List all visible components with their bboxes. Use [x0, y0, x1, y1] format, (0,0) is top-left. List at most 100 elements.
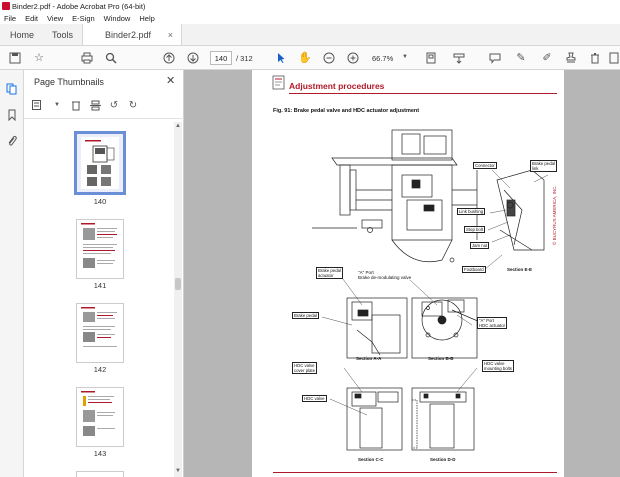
- page-thumbnail-144[interactable]: [76, 471, 124, 477]
- scroll-mode-icon[interactable]: [452, 51, 466, 65]
- callout-hdc-cover-plate: HDC valve cover plate: [292, 362, 318, 374]
- print-icon[interactable]: [80, 51, 94, 65]
- callout-jam-nut: Jam nut: [470, 242, 490, 249]
- search-icon[interactable]: [104, 51, 118, 65]
- navigation-rail: [0, 70, 24, 477]
- tab-document[interactable]: Binder2.pdf ×: [82, 24, 182, 45]
- callout-hdc-mounting-bolts-line1: HDC valve: [484, 361, 505, 366]
- close-panel-icon[interactable]: ✕: [166, 75, 176, 87]
- callout-hdc-cover-plate-line2: cover plate: [294, 368, 316, 373]
- tab-home[interactable]: Home: [10, 29, 35, 40]
- menu-edit[interactable]: Edit: [25, 13, 39, 23]
- callout-brake-pedal-link-line2: link: [532, 166, 539, 171]
- rotate-counterclockwise-icon[interactable]: ↺: [109, 99, 119, 111]
- thumbnail-options-icon[interactable]: [32, 99, 44, 111]
- dropdown-caret-icon[interactable]: ▼: [54, 102, 60, 108]
- more-tools-icon[interactable]: [609, 51, 619, 65]
- callout-hdc-cover-plate-line1: HDC valve: [294, 363, 315, 368]
- panel-title: Page Thumbnails: [34, 77, 104, 87]
- section-header: Adjustment procedures: [289, 81, 385, 91]
- attachments-paperclip-icon[interactable]: [5, 134, 19, 148]
- zoom-dropdown-icon[interactable]: ▼: [402, 54, 408, 60]
- main-toolbar: ☆ 140 / 312 ✋ 66.7% ▼ ✎ ✐: [0, 46, 620, 70]
- window-titlebar: Binder2.pdf - Adobe Acrobat Pro (64-bit): [0, 0, 620, 12]
- thumbnail-scrollbar[interactable]: [174, 122, 182, 477]
- tab-tools[interactable]: Tools: [52, 29, 74, 40]
- save-icon[interactable]: [8, 51, 22, 65]
- panel-divider: [24, 118, 184, 119]
- page-thumbnail-142[interactable]: [76, 303, 124, 363]
- tab-bar: Home Tools Binder2.pdf ×: [0, 24, 620, 46]
- tab-document-label: Binder2.pdf: [105, 29, 152, 40]
- draw-tool-icon[interactable]: ✐: [542, 51, 552, 64]
- delete-icon[interactable]: [588, 51, 602, 65]
- acrobat-app-icon: [2, 2, 10, 10]
- bookmark-star-icon[interactable]: ☆: [34, 51, 44, 64]
- comment-icon[interactable]: [488, 51, 502, 65]
- menu-view[interactable]: View: [47, 13, 64, 23]
- callout-a-port-demod-line2: Brake de-modulating valve: [358, 275, 412, 280]
- page-number-input[interactable]: 140: [210, 51, 232, 65]
- menu-file[interactable]: File: [4, 13, 17, 23]
- thumbnail-label-141: 141: [93, 281, 107, 290]
- previous-page-icon[interactable]: [162, 51, 176, 65]
- hand-tool-icon[interactable]: ✋: [298, 51, 312, 64]
- callout-connector: Connector: [473, 162, 497, 169]
- page-total: / 312: [236, 54, 253, 63]
- technical-drawing: [312, 129, 549, 451]
- callout-brake-pedal-actuator-line2: actuator: [318, 273, 334, 278]
- document-viewer[interactable]: Adjustment procedures Fig. 91: Brake ped…: [184, 70, 620, 477]
- callout-hdc-valve: HDC valve: [302, 395, 327, 402]
- callout-hdc-mounting-bolts-line2: mounting bolts: [484, 366, 512, 371]
- page-thumbnails-panel: Page Thumbnails ✕ ▼ ↺ ↻ 140: [24, 70, 184, 477]
- thumbnail-label-142: 142: [93, 365, 107, 374]
- section-bb-label: Section B-B: [428, 356, 454, 361]
- zoom-in-icon[interactable]: [346, 51, 360, 65]
- select-cursor-icon[interactable]: [274, 51, 288, 65]
- zoom-out-icon[interactable]: [322, 51, 336, 65]
- bookmarks-icon[interactable]: [5, 108, 19, 122]
- section-dd-label: Section D-D: [430, 457, 456, 462]
- menu-bar: File Edit View E-Sign Window Help: [0, 12, 620, 24]
- thumbnail-scrollbar-thumb[interactable]: [175, 278, 181, 290]
- scroll-up-arrow-icon[interactable]: ▲: [175, 123, 181, 129]
- page-thumbnail-143[interactable]: [76, 387, 124, 447]
- highlight-pen-icon[interactable]: ✎: [516, 51, 526, 64]
- callout-brake-pedal-actuator-line1: Brake pedal: [318, 268, 341, 273]
- copyright-side-note: © BUCYRUS AMERICA, INC.: [552, 185, 557, 245]
- section-aa-label: Section A-A: [356, 356, 382, 361]
- pdf-page: Adjustment procedures Fig. 91: Brake ped…: [252, 70, 564, 477]
- callout-a-port-hdc-line2: HDC actuator: [479, 323, 506, 328]
- callout-footboard: Footboard: [462, 266, 486, 273]
- thumbnail-label-143: 143: [93, 449, 107, 458]
- next-page-icon[interactable]: [186, 51, 200, 65]
- rotate-clockwise-icon[interactable]: ↻: [128, 99, 138, 111]
- page-thumbnails-icon[interactable]: [5, 82, 19, 96]
- callout-stop-bolt: Stop bolt: [464, 226, 485, 233]
- close-tab-icon[interactable]: ×: [167, 29, 173, 40]
- zoom-level[interactable]: 66.7%: [372, 54, 394, 63]
- header-rule: [289, 93, 557, 94]
- thumbnail-toolbar: ▼ ↺ ↻: [32, 99, 139, 111]
- callout-a-port-hdc-line1: "A" Port: [479, 318, 494, 323]
- callout-a-port-demod-line1: "A" Port: [358, 270, 374, 275]
- scroll-down-arrow-icon[interactable]: ▼: [175, 468, 181, 474]
- procedure-book-icon: [272, 75, 285, 90]
- thumbnail-label-140: 140: [93, 197, 107, 206]
- section-cc-label: Section C-C: [358, 457, 384, 462]
- menu-esign[interactable]: E-Sign: [72, 13, 95, 23]
- footer-rule: [273, 472, 557, 473]
- delete-page-icon[interactable]: [70, 99, 82, 111]
- page-thumbnail-140[interactable]: [74, 131, 126, 195]
- menu-window[interactable]: Window: [103, 13, 131, 23]
- callout-a-port-demod: "A" Port Brake de-modulating valve: [358, 270, 411, 280]
- page-display-icon[interactable]: [424, 51, 438, 65]
- callout-a-port-hdc: "A" Port HDC actuator: [477, 317, 508, 329]
- callout-brake-pedal-link: Brake pedal link: [530, 160, 557, 172]
- menu-help[interactable]: Help: [139, 13, 155, 23]
- stamp-icon[interactable]: [564, 51, 578, 65]
- page-thumbnail-141[interactable]: [76, 219, 124, 279]
- callout-hdc-mounting-bolts: HDC valve mounting bolts: [482, 360, 514, 372]
- window-title: Binder2.pdf - Adobe Acrobat Pro (64-bit): [12, 1, 146, 11]
- insert-page-icon[interactable]: [89, 99, 101, 111]
